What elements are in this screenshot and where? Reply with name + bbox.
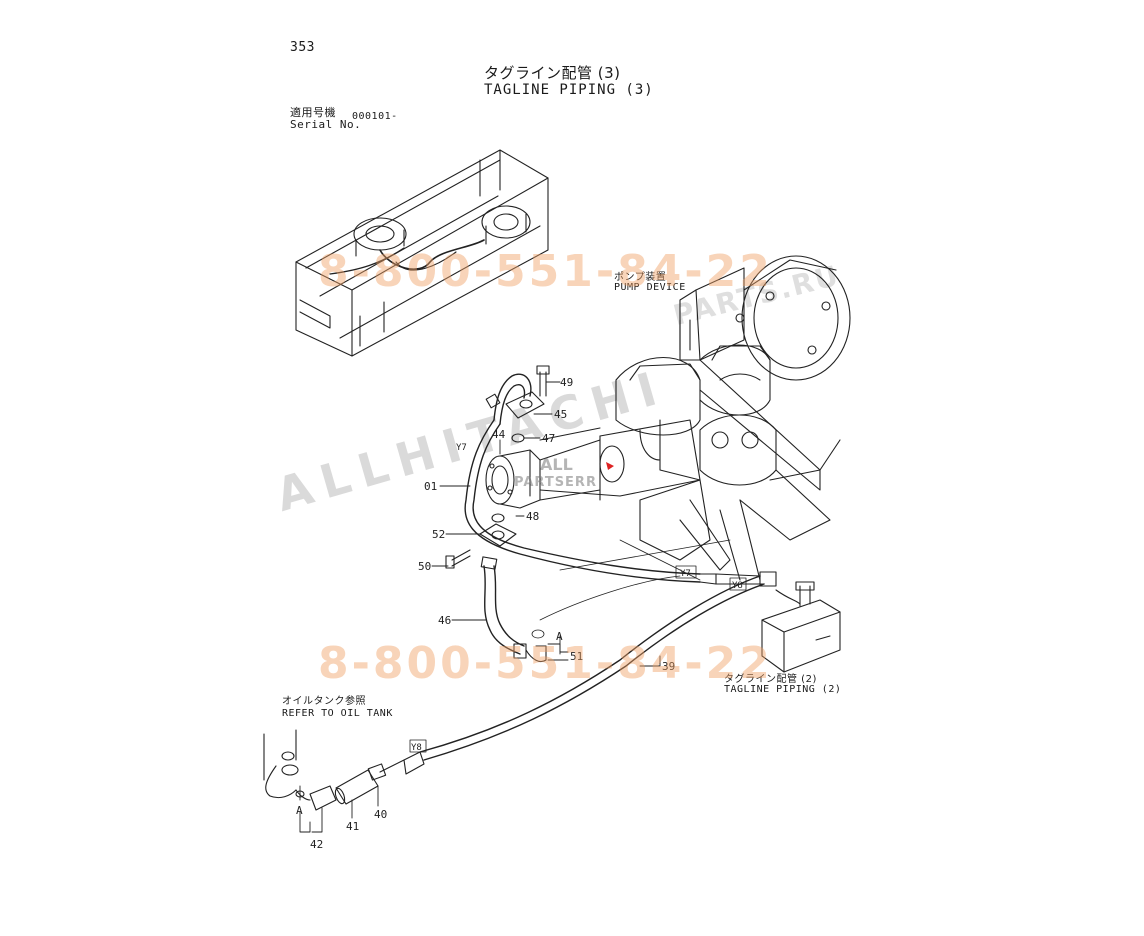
hydraulic-motor-44 — [485, 439, 601, 509]
part-39: 39 — [662, 660, 675, 673]
serial-label-english: Serial No. — [290, 118, 362, 131]
tagline-piping-2-label-english: TAGLINE PIPING (2) — [724, 684, 842, 695]
part-50: 50 — [418, 560, 431, 573]
serial-value: 000101- — [352, 111, 398, 122]
oil-tank-outline — [263, 729, 299, 799]
ref-y8-right: Y8 — [732, 581, 743, 591]
allparts-logo-watermark: ALL PARTSERR — [514, 455, 614, 490]
title-english: TAGLINE PIPING (3) — [484, 82, 654, 98]
phone-watermark-bottom: 8-800-551-84-22 — [318, 638, 773, 689]
part-47: 47 — [542, 432, 555, 445]
hose-46 — [480, 556, 547, 663]
tagline-piping-2-label-japanese: タグライン配管 (2) — [724, 674, 817, 685]
oil-tank-reference-japanese: オイルタンク参照 — [282, 696, 366, 707]
part-51: 51 — [570, 650, 583, 663]
pump-device-label-english: PUMP DEVICE — [614, 282, 686, 293]
part-41: 41 — [346, 820, 359, 833]
part-01: 01 — [424, 480, 437, 493]
y-tags — [409, 565, 747, 753]
ref-a-upper: A — [556, 630, 563, 643]
ref-y7-upper: Y7 — [456, 443, 467, 453]
title-japanese: タグライン配管 (3) — [484, 64, 621, 82]
part-49: 49 — [560, 376, 573, 389]
leader-lines — [299, 381, 661, 833]
part-48: 48 — [526, 510, 539, 523]
page-number: 353 — [290, 40, 315, 55]
logo-line-1: ALL — [540, 455, 573, 474]
phone-watermark-top: 8-800-551-84-22 — [318, 246, 773, 297]
pump-device — [539, 255, 851, 581]
logo-line-2: PARTSERR — [514, 475, 597, 490]
part-45: 45 — [554, 408, 567, 421]
oil-tank-connection — [295, 751, 425, 811]
oil-tank-reference-english: REFER TO OIL TANK — [282, 708, 393, 719]
reference-lines — [531, 539, 731, 639]
logo-mark-icon — [606, 462, 614, 470]
ref-a-lower: A — [296, 804, 303, 817]
part-40: 40 — [374, 808, 387, 821]
ref-y7-lower: Y7 — [680, 569, 691, 579]
lower-flange-assembly — [445, 513, 517, 569]
part-52: 52 — [432, 528, 445, 541]
ref-y8-left: Y8 — [411, 743, 422, 753]
tagline-valve-block — [761, 581, 841, 673]
pump-device-label-japanese: ポンプ装置 — [614, 272, 667, 283]
frame-overview-inset — [295, 149, 549, 357]
pipe-39 — [419, 571, 777, 761]
part-46: 46 — [438, 614, 451, 627]
part-42: 42 — [310, 838, 323, 851]
part-44: 44 — [492, 428, 506, 441]
serial-label-japanese: 適用号機 — [290, 106, 336, 119]
